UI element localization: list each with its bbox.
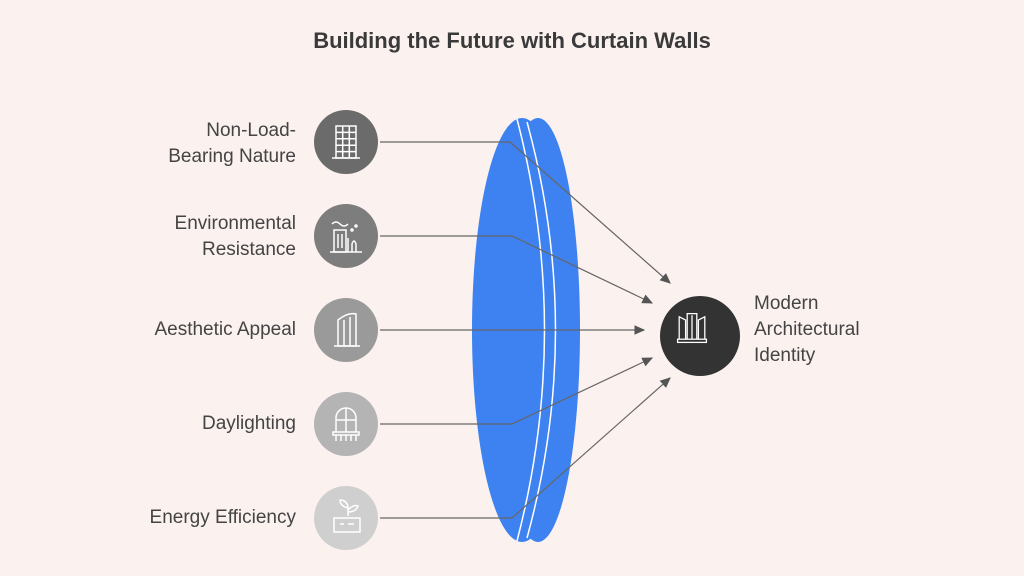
label-energy-efficiency: Energy Efficiency [149,507,296,528]
connector-lines [380,141,671,519]
connector-line-2 [380,235,654,304]
arched-window-icon [314,392,378,456]
connector-line-5 [380,377,671,519]
connector-line-4 [380,357,654,425]
curved-tower-icon [314,298,378,362]
building-grid-icon [314,110,378,174]
label-daylighting: Daylighting [202,413,296,434]
modern-building-icon [660,296,740,376]
label-non-load-bearing: Non-Load- Bearing Nature [168,120,296,167]
diagram-title: Building the Future with Curtain Walls [313,28,711,53]
label-aesthetic-appeal: Aesthetic Appeal [154,319,296,340]
connector-line-1 [380,141,671,284]
output-label: Modern Architectural Identity [754,293,860,366]
plant-building-icon [314,486,378,550]
label-environmental-resistance: Environmental Resistance [174,213,296,260]
weather-building-icon [314,204,378,268]
